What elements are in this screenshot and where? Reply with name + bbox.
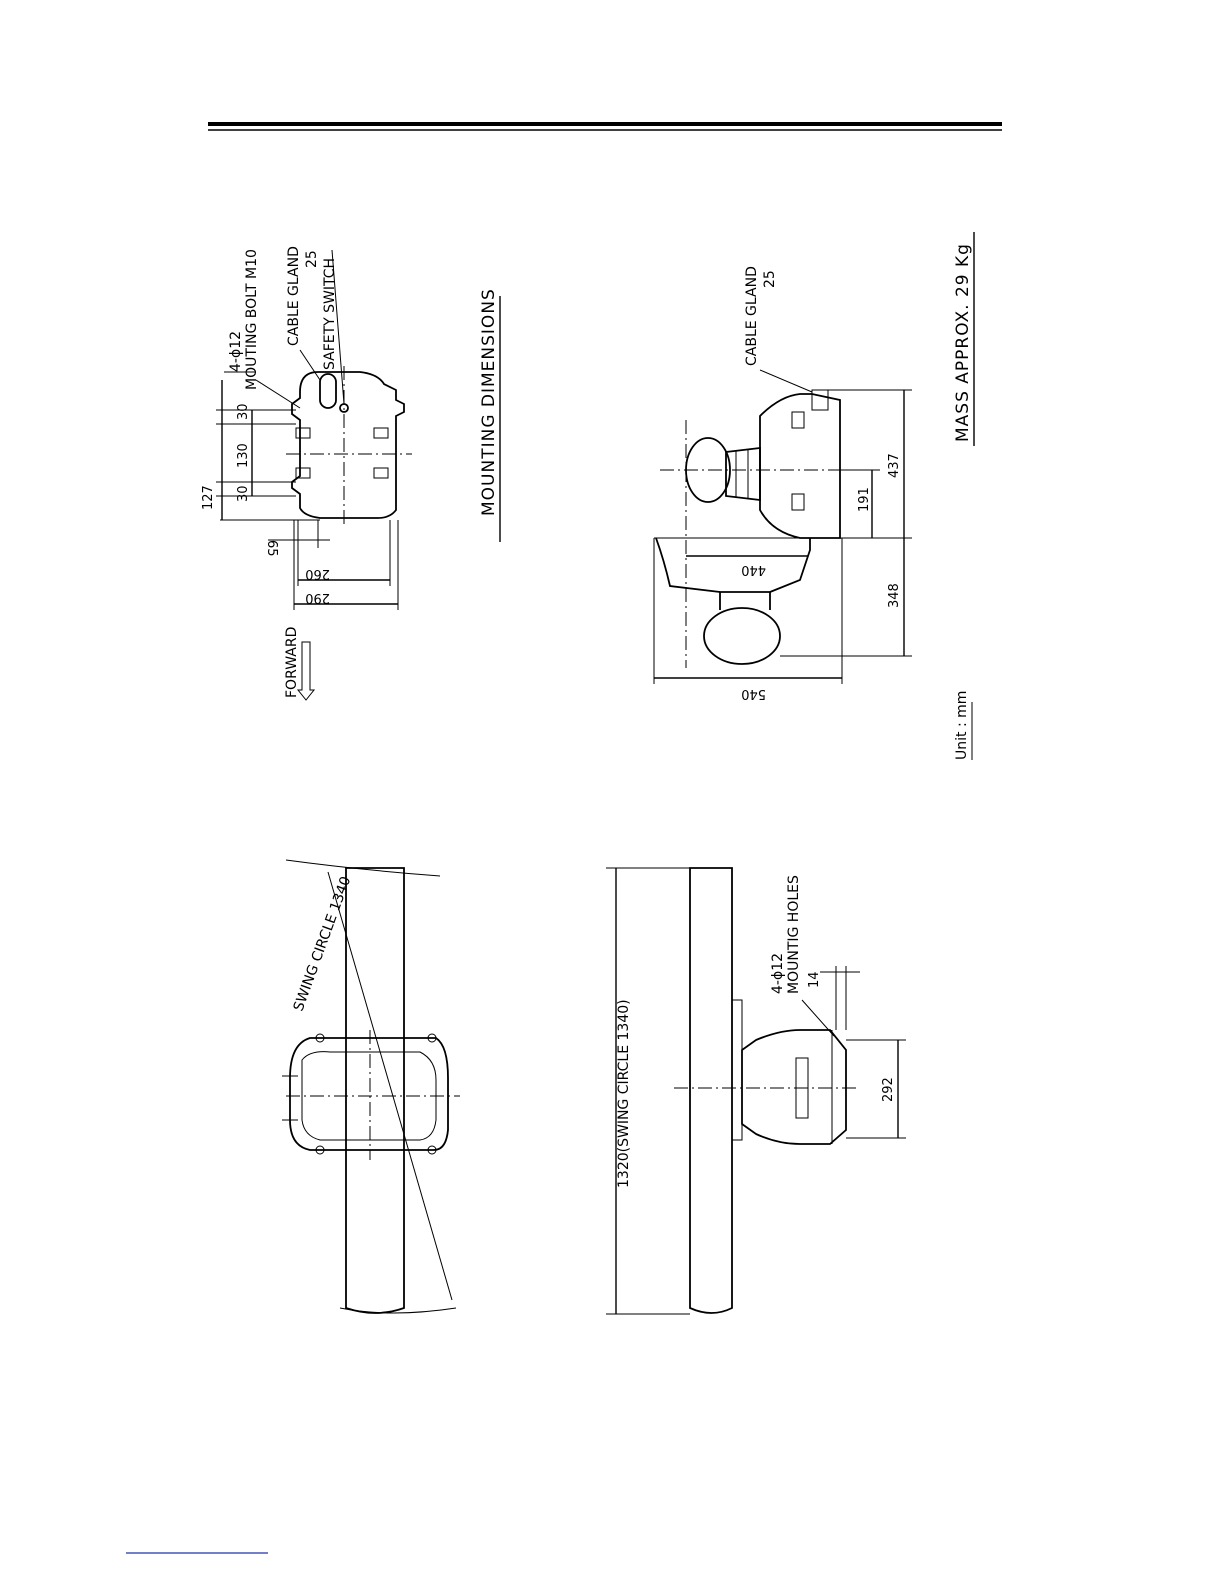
side-view: 440 540 191 437 348 CABLE GLAND 25 MASS …	[654, 232, 974, 760]
swing-circle-label: SWING CIRCLE 1340	[291, 874, 355, 1013]
dim-14: 14	[807, 971, 822, 988]
dim-65: 65	[264, 540, 279, 557]
mounting-dimensions-title: MOUNTING DIMENSIONS	[479, 288, 499, 516]
dim-292: 292	[881, 1077, 896, 1102]
mounting-dimensions-view: 127 30 130 30 65 260 290 4-ϕ12 MOUTING B…	[201, 246, 500, 700]
dim-30-right: 30	[236, 403, 251, 420]
forward-label: FORWARD	[284, 627, 300, 698]
dim-30-left: 30	[236, 485, 251, 502]
dim-191: 191	[857, 487, 872, 512]
dim-348: 348	[887, 583, 902, 608]
dim-290: 290	[305, 590, 330, 605]
cable-gland-label: CABLE GLAND	[286, 246, 302, 346]
mounting-holes-label: MOUNTIG HOLES	[786, 875, 802, 994]
bolt-count-label: 4-ϕ12	[228, 331, 244, 372]
unit-label: Unit : mm	[954, 691, 970, 760]
front-view: 1320(SWING CIRCLE 1340) 292 14 4-ϕ12 MOU…	[606, 868, 906, 1314]
header-rule	[208, 124, 1002, 130]
mass-label: MASS APPROX. 29 Kg	[953, 243, 973, 442]
overall-length-label: 1320(SWING CIRCLE 1340)	[616, 999, 632, 1188]
top-view: SWING CIRCLE 1340	[282, 860, 460, 1313]
cable-gland-size: 25	[304, 250, 320, 268]
dim-540: 540	[741, 686, 766, 701]
safety-switch-label: SAFETY SWITCH	[322, 258, 338, 370]
dim-130: 130	[236, 443, 251, 468]
side-cable-gland-size: 25	[762, 270, 778, 288]
forward-arrow-icon	[298, 642, 314, 700]
dim-260: 260	[305, 566, 330, 581]
dim-440: 440	[741, 562, 766, 577]
mounting-bolt-label: MOUTING BOLT M10	[244, 249, 260, 390]
side-cable-gland-label: CABLE GLAND	[744, 266, 760, 366]
dim-437: 437	[887, 453, 902, 478]
dim-127: 127	[201, 485, 216, 510]
mounting-holes-count: 4-ϕ12	[770, 953, 786, 994]
